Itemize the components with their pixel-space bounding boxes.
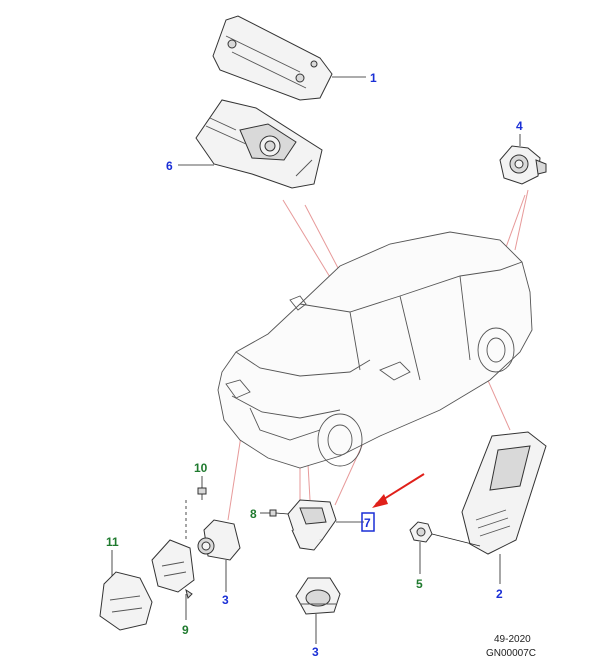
callout-9: 9: [182, 623, 189, 637]
part-3-camera-lower: [295, 577, 341, 615]
callout-2: 2: [496, 587, 503, 601]
vehicle-outline: [217, 231, 533, 469]
callout-11: 11: [106, 535, 119, 549]
callout-6: 6: [166, 159, 173, 173]
part-9-camera-bracket: [151, 539, 195, 599]
part-10-bolt: [185, 487, 207, 540]
part-2-control-module: [461, 431, 547, 555]
part-4-camera-module: [499, 145, 547, 185]
part-1-cover-panel: [212, 15, 333, 101]
leader-5-to-2: [431, 533, 481, 547]
callout-3-left: 3: [222, 593, 229, 607]
part-3-camera-left: [197, 519, 241, 561]
part-7-bracket: [287, 499, 337, 551]
callout-5: 5: [416, 577, 423, 591]
figure-code: GN00007C: [486, 648, 536, 659]
callout-8: 8: [250, 507, 257, 521]
callout-3-lower: 3: [312, 645, 319, 659]
part-11-trim-cover: [99, 571, 153, 631]
callout-7: 7: [364, 516, 371, 530]
callout-1: 1: [370, 71, 377, 85]
reference-code: 49-2020: [494, 634, 531, 645]
part-7-highlight-box: [361, 512, 375, 532]
part-8-screw: [269, 509, 289, 517]
callout-4: 4: [516, 119, 523, 133]
highlight-arrow: [372, 473, 425, 508]
part-5-nut: [409, 521, 433, 543]
part-6-camera-housing: [195, 99, 323, 189]
callout-10: 10: [194, 461, 208, 475]
